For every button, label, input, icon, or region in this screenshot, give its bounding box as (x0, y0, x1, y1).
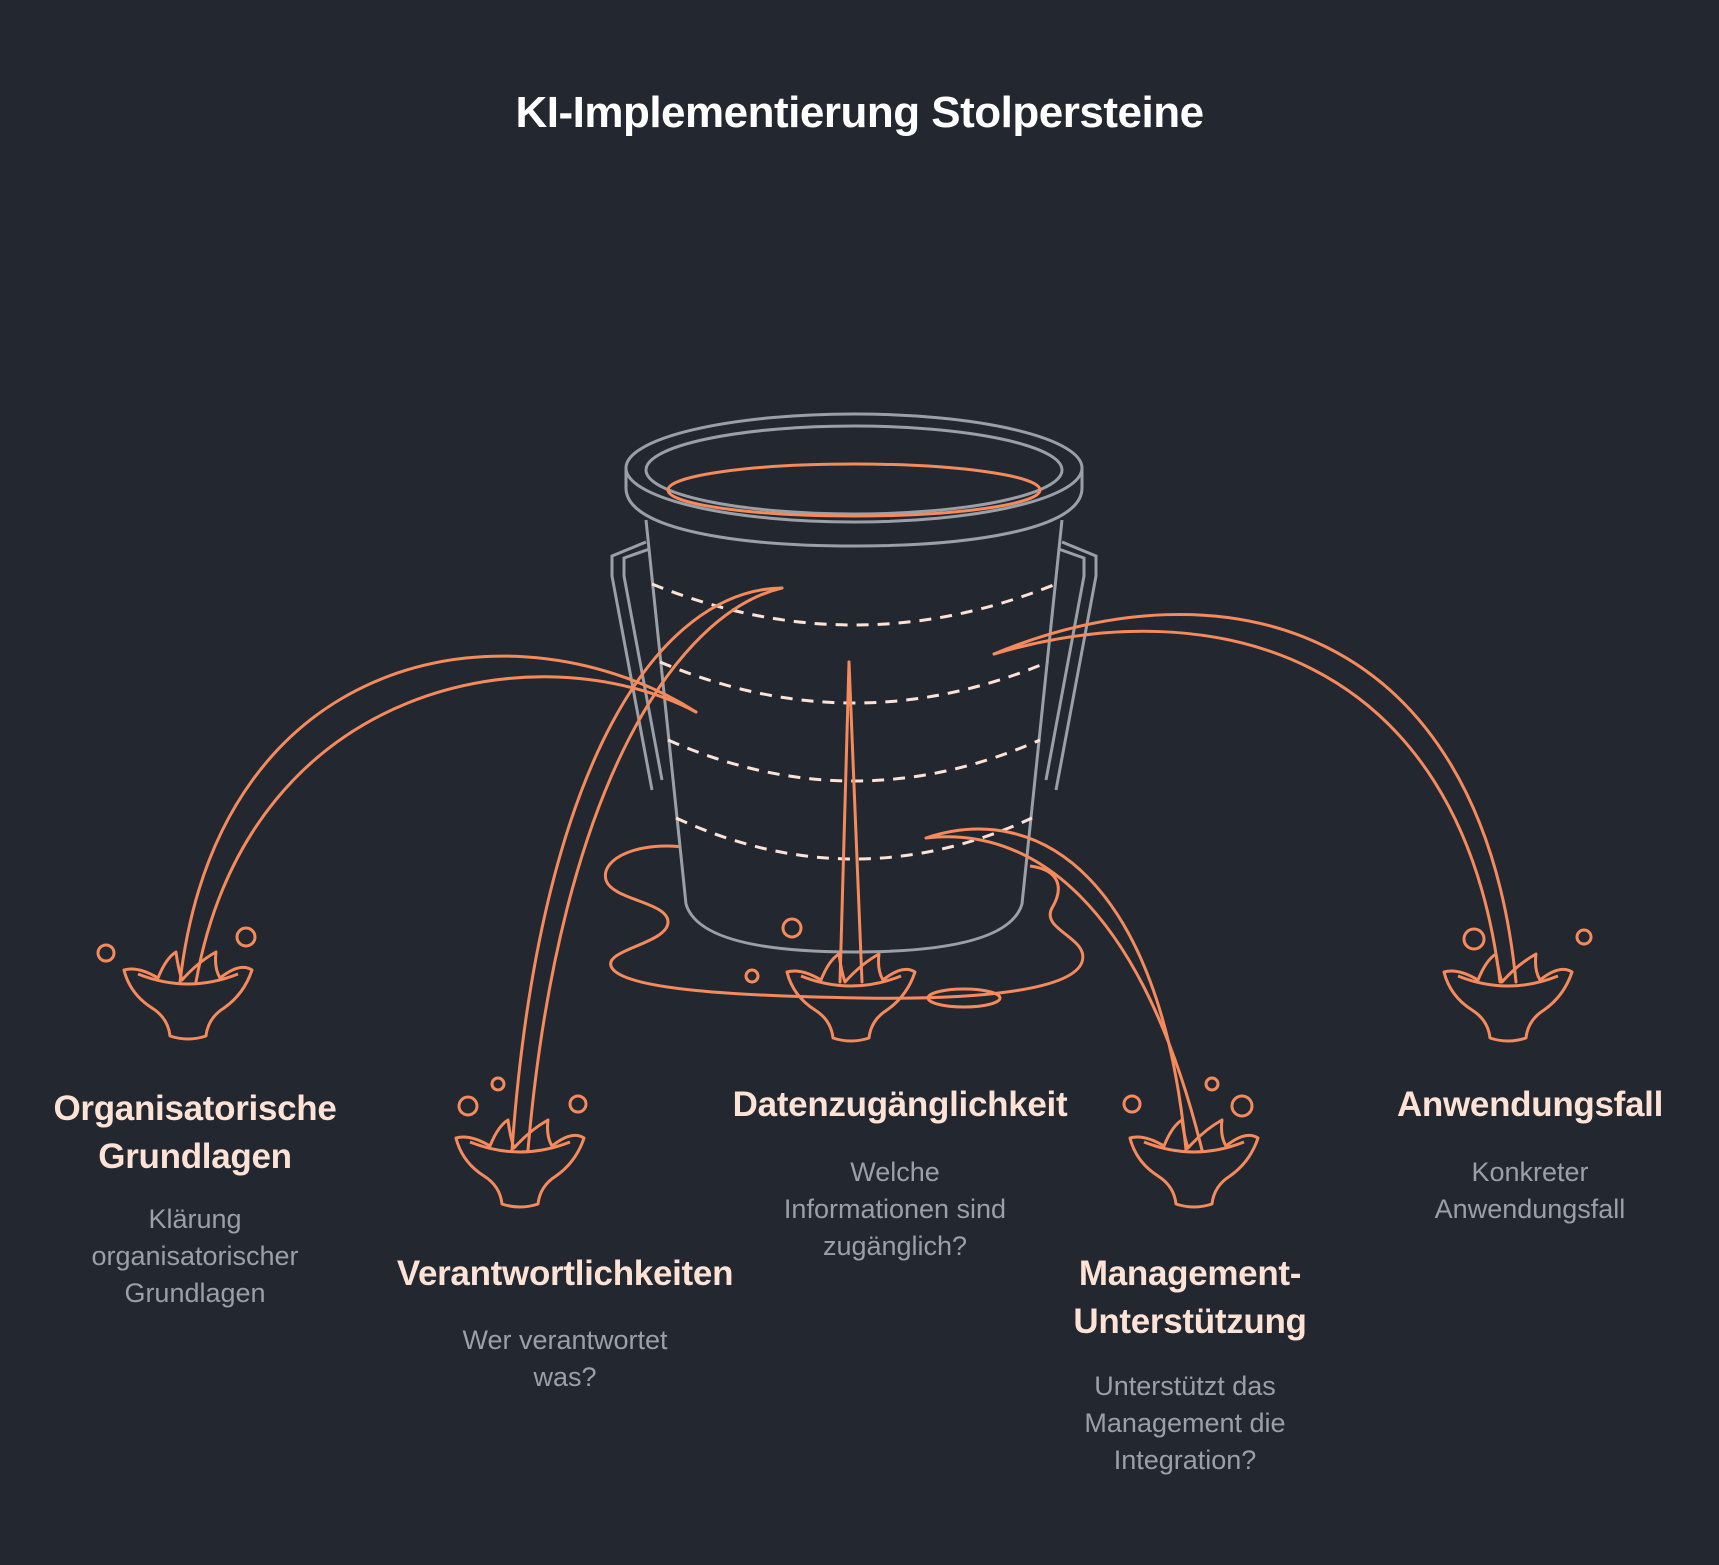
leak-stream-4 (924, 827, 1204, 1152)
splash-2 (454, 1118, 586, 1209)
desc-anwendungsfall: Konkreter Anwendungsfall (1434, 1157, 1626, 1224)
desc-management-unterstuetzung: Unterstützt das Management die Integrati… (1084, 1371, 1286, 1475)
desc-verantwortlichkeiten: Wer verantwortet was? (462, 1325, 668, 1392)
droplet-2 (235, 926, 257, 948)
droplet-5 (568, 1094, 588, 1114)
splash-4-inner (1143, 1140, 1245, 1154)
puddle (603, 844, 1085, 1000)
desc-organisatorische-grundlagen: Klärung organisatorischer Grundlagen (91, 1204, 299, 1308)
droplet-10 (1575, 928, 1593, 946)
desc-datenzugaenglichkeit: Welche Informationen sind zugänglich? (783, 1157, 1007, 1261)
droplet-9 (1462, 927, 1486, 951)
droplet-7 (1204, 1076, 1220, 1092)
splash-2-inner (469, 1140, 571, 1154)
leak-stream-2 (510, 586, 784, 1152)
splash-3-inner (800, 974, 902, 988)
droplet-1 (96, 943, 116, 963)
label-anwendungsfall: Anwendungsfall (1396, 1085, 1664, 1124)
page-title: KI-Implementierung Stolpersteine (515, 88, 1204, 137)
label-verantwortlichkeiten: Verantwortlichkeiten (396, 1254, 734, 1293)
droplet-3 (457, 1095, 479, 1117)
droplet-8 (1230, 1094, 1254, 1118)
splash-1-inner (137, 972, 239, 986)
droplet-6 (1122, 1094, 1142, 1114)
droplet-11 (781, 917, 803, 939)
splash-1 (122, 950, 254, 1041)
bucket-body (644, 519, 1064, 954)
splash-3 (785, 952, 917, 1043)
puddle-drop (926, 987, 1002, 1009)
splash-5 (1442, 952, 1574, 1043)
label-organisatorische-grundlagen: Organisatorische Grundlagen (53, 1089, 337, 1176)
leak-stream-3 (838, 660, 864, 984)
leak-stream-5 (992, 612, 1518, 984)
leak-stream-1 (178, 654, 698, 984)
water-surface (666, 462, 1042, 518)
label-management-unterstuetzung: Management- Unterstützung (1073, 1254, 1307, 1341)
splash-4 (1128, 1118, 1260, 1209)
droplet-4 (490, 1076, 506, 1092)
label-datenzugaenglichkeit: Datenzugänglichkeit (732, 1085, 1068, 1124)
splash-5-inner (1457, 974, 1559, 988)
droplet-12 (744, 968, 760, 984)
bucket-handle (610, 540, 654, 791)
